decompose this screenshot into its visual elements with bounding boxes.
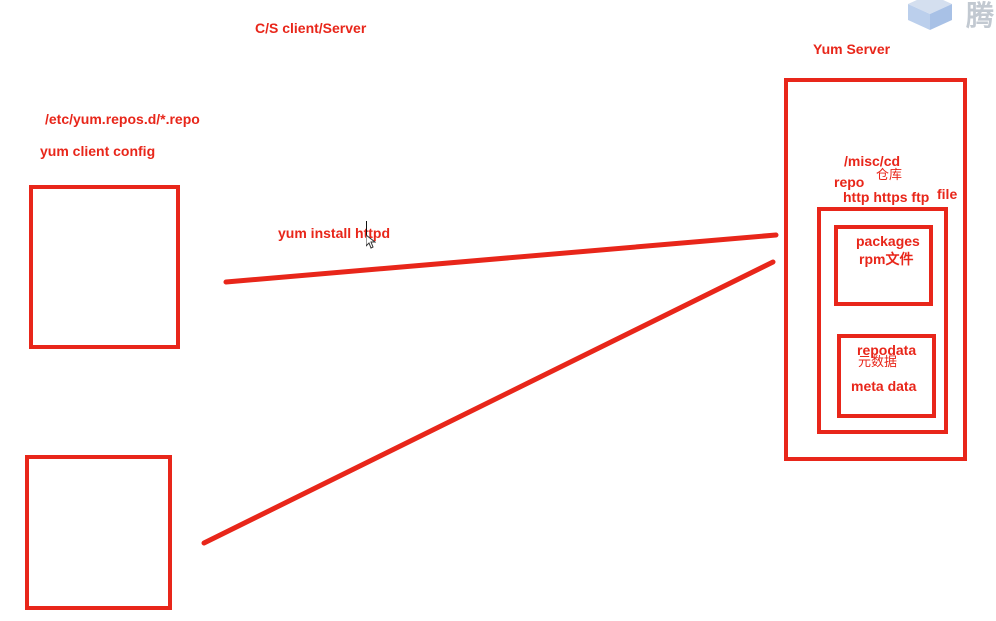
protocols-label: http https ftp <box>843 189 930 205</box>
text-cursor <box>366 221 367 243</box>
client-config-label: yum client config <box>40 143 156 159</box>
repo-location-label: /misc/cd <box>844 153 901 169</box>
connection-line-2 <box>201 259 776 546</box>
packages-box <box>834 225 933 306</box>
mouse-pointer-icon <box>366 235 376 249</box>
diagram-title: C/S client/Server <box>255 20 367 36</box>
command-label: yum install httpd <box>278 225 390 241</box>
repodata-box <box>837 334 936 418</box>
watermark-text: 腾 <box>966 0 995 30</box>
metadata-label-cn: 元数据 <box>858 355 898 370</box>
cube-logo-icon <box>908 0 952 30</box>
server-box <box>784 78 967 461</box>
repo-box <box>817 207 948 434</box>
client-box-1 <box>29 185 180 349</box>
repo-label: repo <box>834 174 865 190</box>
metadata-label: meta data <box>851 378 917 394</box>
server-title: Yum Server <box>813 41 891 57</box>
connection-line-1 <box>223 232 779 285</box>
client-repo-path-label: /etc/yum.repos.d/*.repo <box>45 111 200 127</box>
repodata-label: repodata <box>857 342 917 358</box>
packages-label: packages <box>856 233 920 249</box>
file-label: file <box>937 186 958 202</box>
rpm-files-label: rpm文件 <box>859 251 914 267</box>
client-box-2 <box>25 455 172 610</box>
repo-label-cn: 仓库 <box>876 168 903 183</box>
watermark-logo: 腾 <box>900 0 996 30</box>
